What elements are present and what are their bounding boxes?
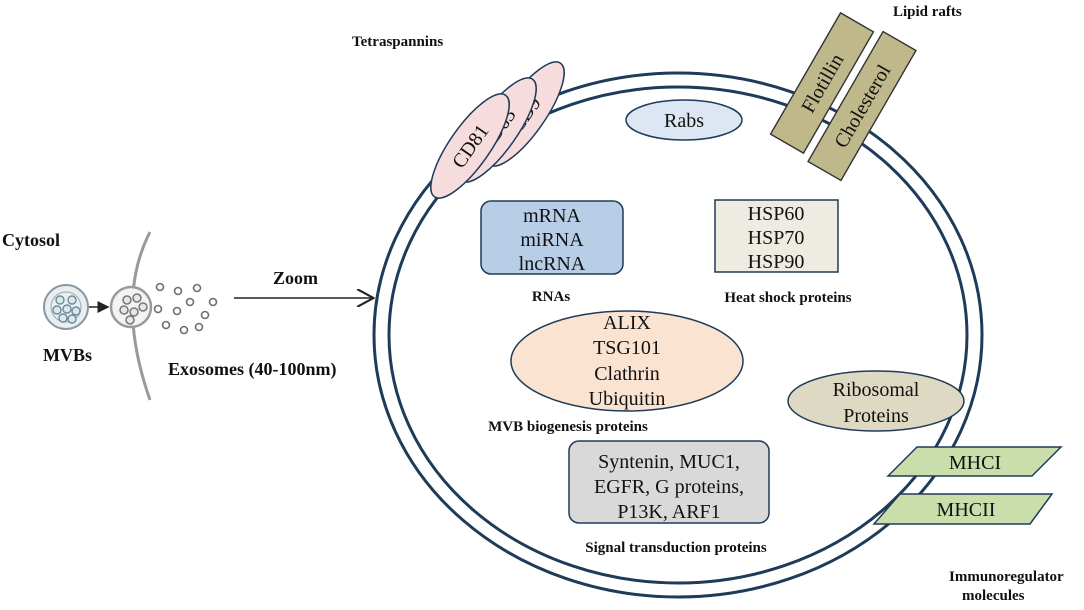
ribosomal-node: Ribosomal Proteins [787,370,965,432]
rabs-node: Rabs [625,99,743,141]
mvb-protein-item: TSG101 [593,337,661,359]
signal-transduction-node: Syntenin, MUC1, EGFR, G proteins, P13K, … [568,440,770,524]
mvb-protein-item: Clathrin [594,363,660,385]
mvb-protein-item: ALIX [603,312,651,334]
rnas-caption: RNAs [532,289,570,305]
signal-item: EGFR, G proteins, [594,476,744,498]
mhci-node: MHCI [886,446,1063,477]
mvb-protein-item: Ubiquitin [589,388,666,410]
immunoregulator-caption-line2: molecules [962,588,1025,604]
ribosomal-item: Ribosomal [833,379,920,401]
rnas-node: mRNA miRNA lncRNA [480,200,624,275]
mvb-biogenesis-node: ALIX TSG101 Clathrin Ubiquitin [510,310,744,412]
signal-item: Syntenin, MUC1, [598,451,740,473]
tetraspannin-cd81: CD81 [430,93,510,199]
heat-shock-caption: Heat shock proteins [724,290,851,306]
rna-item: mRNA [523,205,581,227]
mvb-biogenesis-caption: MVB biogenesis proteins [488,419,648,435]
rabs-label: Rabs [664,110,704,132]
mhcii-label: MHCII [937,499,996,521]
rna-item: lncRNA [519,253,586,275]
mvb-icon [43,284,89,330]
immunoregulator-caption-line1: Immunoregulator [949,569,1064,585]
cytosol-label: Cytosol [2,230,60,250]
mvbs-label: MVBs [43,345,92,365]
hsp-item: HSP70 [748,227,805,249]
hsp-item: HSP60 [748,203,805,225]
mhcii-node: MHCII [872,493,1054,525]
ribosomal-item: Proteins [843,405,909,427]
lipid-rafts-label: Lipid rafts [893,4,962,20]
fusing-mvb-icon [109,231,153,401]
rna-item: miRNA [520,229,584,251]
signal-item: P13K, ARF1 [617,501,720,523]
released-exosomes [153,282,218,335]
mhci-label: MHCI [949,452,1001,474]
exosome-membrane [372,71,984,599]
heat-shock-node: HSP60 HSP70 HSP90 [714,199,839,273]
exosomes-label: Exosomes (40-100nm) [168,359,337,380]
zoom-label: Zoom [273,268,318,288]
tetraspannins-label: Tetraspannins [352,34,443,50]
signal-transduction-caption: Signal transduction proteins [585,540,767,556]
hsp-item: HSP90 [748,251,805,273]
